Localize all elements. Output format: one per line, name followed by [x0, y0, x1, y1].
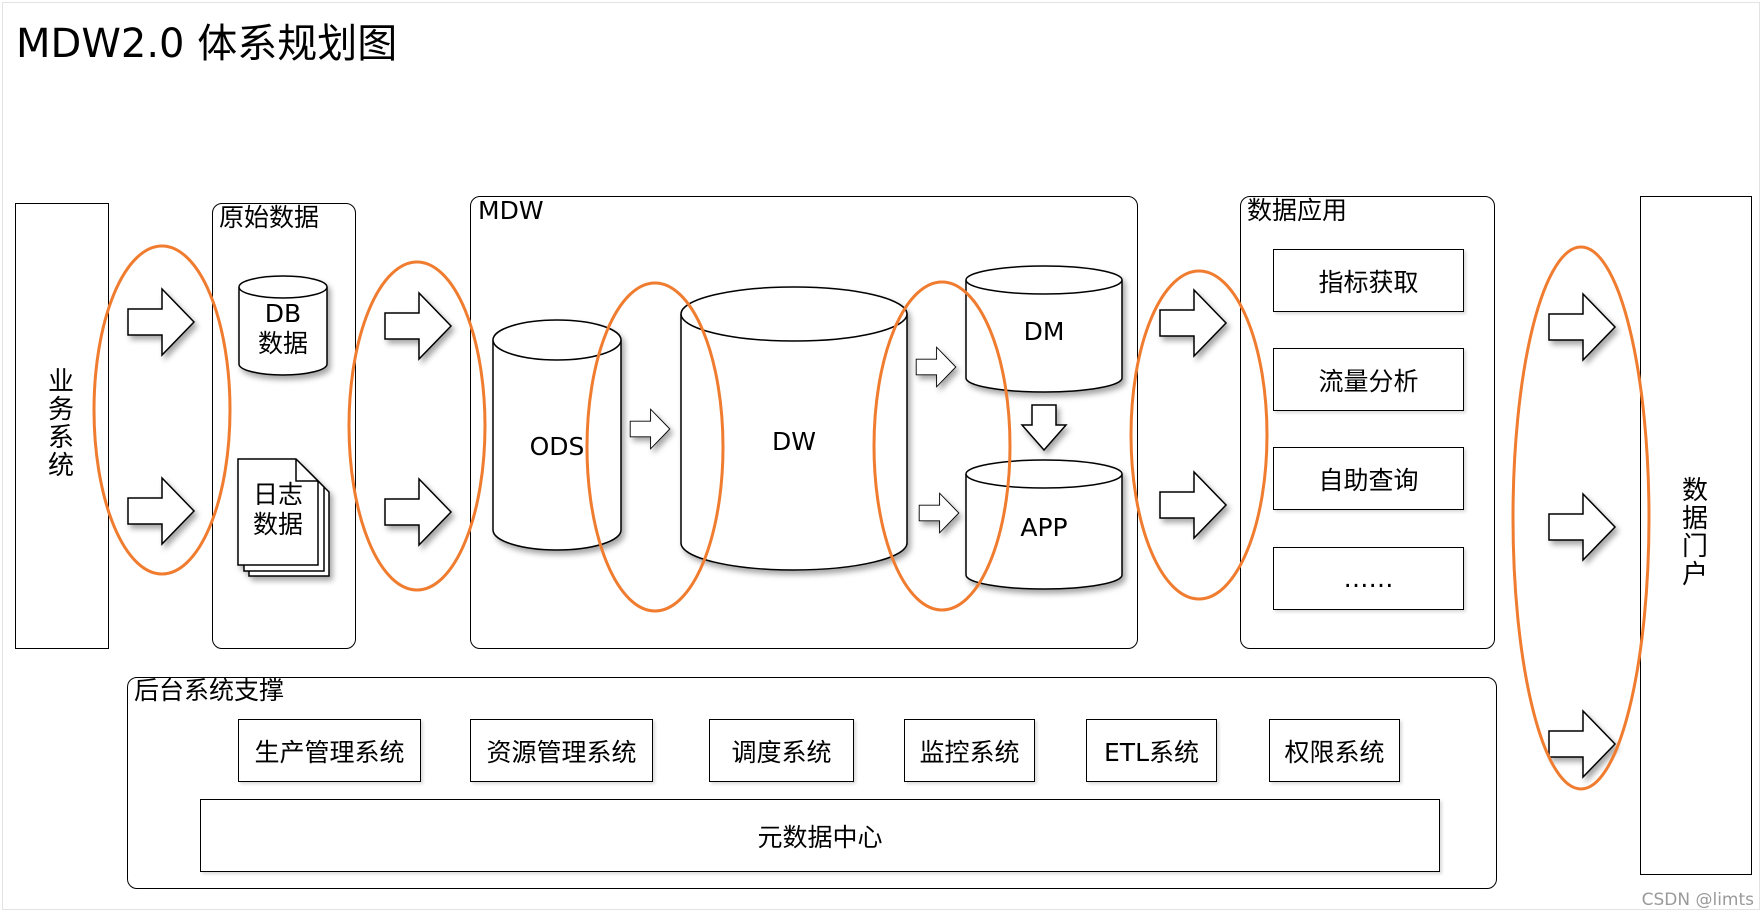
arrow-business-to-raw-2	[127, 477, 195, 545]
arrow-raw-to-mdw-1	[384, 292, 452, 360]
arrow-to-portal-2	[1548, 493, 1616, 561]
arrow-dw-to-app	[918, 492, 960, 534]
ods-label: ODS	[529, 432, 585, 461]
app-item-more: ……	[1273, 547, 1464, 610]
app-item-traffic: 流量分析	[1273, 348, 1464, 411]
business-system-label: 业务系统	[47, 367, 74, 481]
highlight-ellipse-6	[1511, 245, 1651, 791]
backend-system-permission: 权限系统	[1269, 719, 1400, 782]
highlight-ellipse-1	[92, 244, 232, 576]
backend-label: 后台系统支撑	[134, 676, 285, 705]
highlight-ellipse-3	[585, 281, 725, 613]
arrow-to-portal-1	[1548, 293, 1616, 361]
arrow-to-portal-3	[1548, 710, 1616, 778]
db-cylinder	[238, 275, 328, 376]
backend-system-monitoring: 监控系统	[904, 719, 1035, 782]
log-label-1: 日志	[252, 480, 303, 509]
highlight-ellipse-2	[347, 260, 487, 592]
dm-cylinder	[965, 265, 1123, 393]
arrow-dm-to-app	[1020, 404, 1068, 452]
arrow-business-to-raw-1	[127, 288, 195, 356]
arrow-raw-to-mdw-2	[384, 478, 452, 546]
app-label: APP	[1020, 513, 1068, 542]
arrow-mdw-to-apps-1	[1159, 289, 1227, 357]
data-apps-label: 数据应用	[1247, 196, 1348, 225]
log-label-2: 数据	[252, 510, 303, 539]
metadata-center: 元数据中心	[200, 799, 1440, 872]
arrow-ods-to-dw	[629, 408, 671, 450]
dw-label: DW	[772, 427, 816, 456]
highlight-ellipse-4	[872, 280, 1012, 612]
db-label-1: DB	[264, 299, 302, 328]
backend-system-production: 生产管理系统	[238, 719, 421, 782]
app-item-metric: 指标获取	[1273, 249, 1464, 312]
watermark: CSDN @limts	[1641, 890, 1754, 910]
mdw-label: MDW	[478, 196, 544, 225]
log-document-icon	[237, 458, 330, 577]
db-label-2: 数据	[257, 329, 308, 358]
backend-system-scheduling: 调度系统	[709, 719, 854, 782]
backend-system-etl: ETL系统	[1086, 719, 1217, 782]
arrow-mdw-to-apps-2	[1159, 471, 1227, 539]
data-portal-label: 数据门户	[1681, 476, 1708, 590]
dw-cylinder	[680, 286, 908, 571]
dm-label: DM	[1023, 317, 1065, 346]
raw-data-label: 原始数据	[219, 203, 320, 232]
arrow-dw-to-dm	[915, 346, 957, 388]
diagram-title: MDW2.0 体系规划图	[16, 21, 398, 67]
data-portal-box	[1640, 196, 1752, 875]
app-item-query: 自助查询	[1273, 447, 1464, 510]
backend-system-resource: 资源管理系统	[470, 719, 653, 782]
highlight-ellipse-5	[1129, 269, 1269, 601]
